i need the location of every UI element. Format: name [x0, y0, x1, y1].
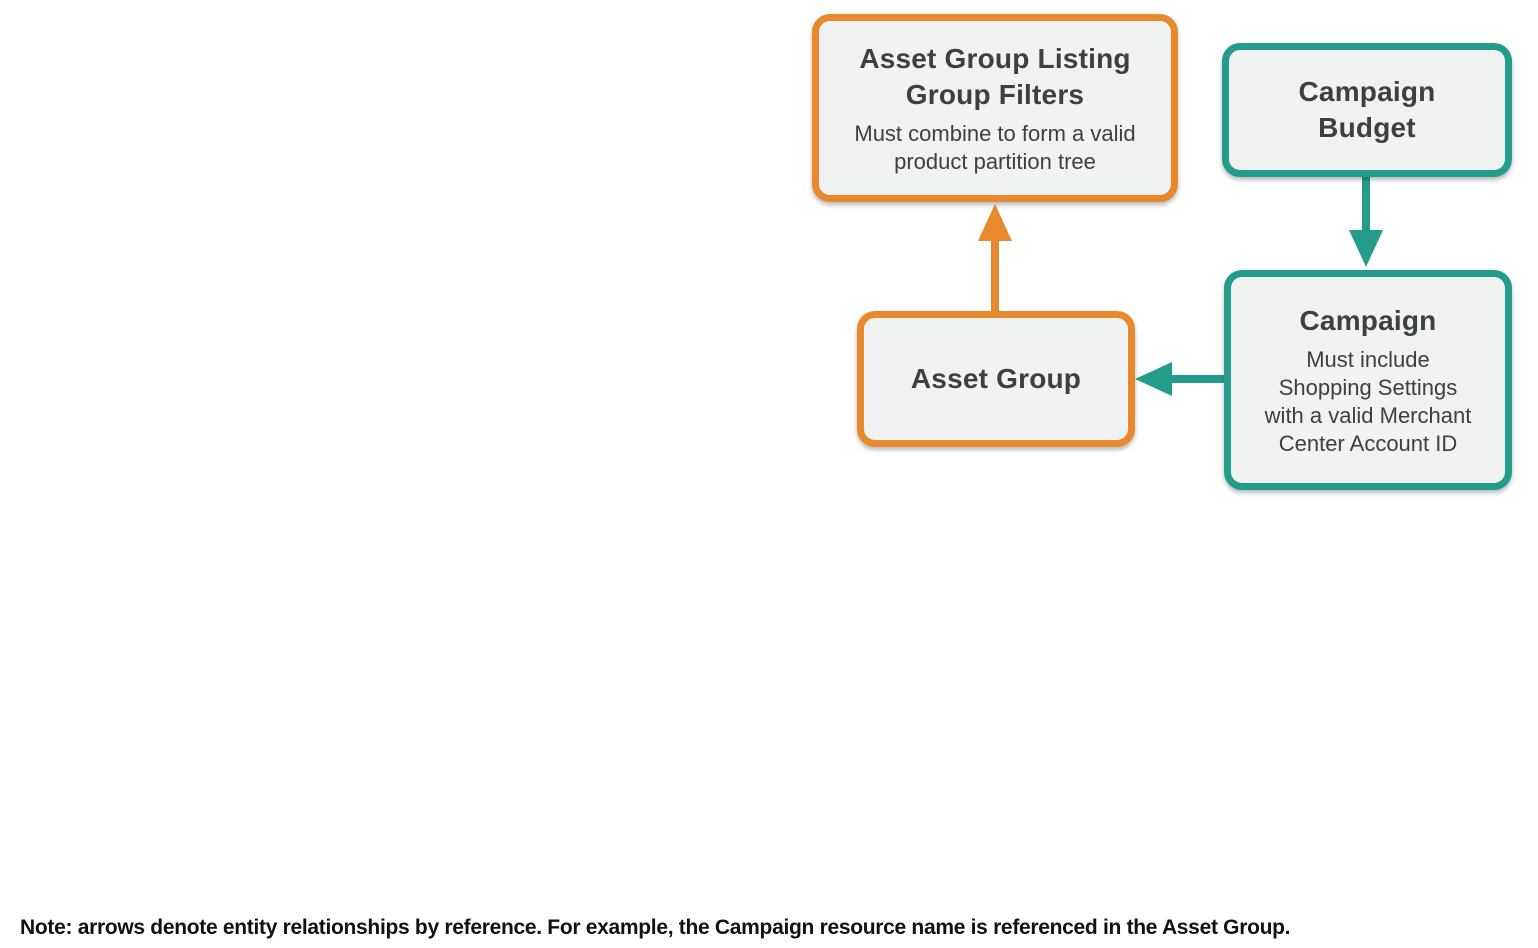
footnote: Note: arrows denote entity relationships… [20, 916, 1291, 939]
node-title: Asset Group Listing Group Filters [859, 42, 1131, 110]
node-asset-group: Asset Group [857, 311, 1135, 447]
node-subtitle: Must combine to form a valid product par… [854, 120, 1136, 174]
node-campaign: Campaign Must include Shopping Settings … [1224, 270, 1512, 490]
node-title: Campaign Budget [1298, 76, 1436, 143]
arrow-campaign-budget-to-campaign-icon [1349, 175, 1383, 267]
arrow-campaign-to-asset-group-icon [1135, 362, 1226, 396]
node-title: Campaign [1299, 304, 1437, 336]
node-title: Asset Group [910, 363, 1082, 394]
arrow-asset-group-to-listing-filters-icon [978, 204, 1012, 314]
node-subtitle: Must include Shopping Settings with a va… [1264, 346, 1472, 456]
node-asset-group-listing-group-filters: Asset Group Listing Group Filters Must c… [812, 14, 1178, 202]
node-campaign-budget: Campaign Budget [1222, 43, 1512, 177]
